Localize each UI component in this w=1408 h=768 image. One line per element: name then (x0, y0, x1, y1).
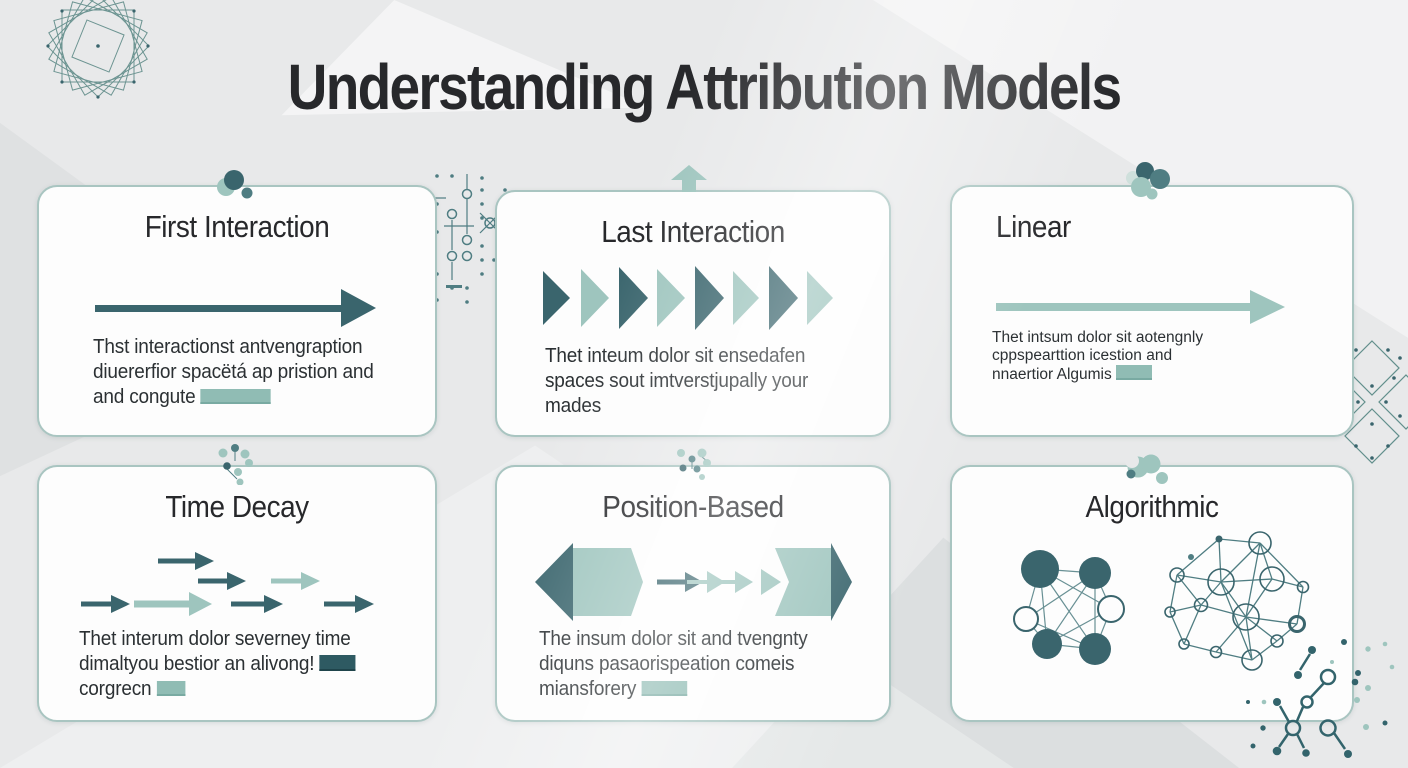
dot-scatter-icon (218, 444, 253, 485)
card-body: Thet inteum dolor sit ensedafen spaces s… (545, 344, 859, 419)
chevron-triangles-icon (543, 266, 833, 330)
crescent-cluster-icon (1125, 454, 1168, 484)
card-title: Algorithmic (1085, 489, 1219, 524)
bubble-cluster-icon (217, 170, 253, 199)
card-title: Time Decay (165, 489, 309, 524)
spirograph-icon (46, 0, 150, 99)
card-last-interaction: Last Interaction Thet inteum dolor sit e… (495, 190, 891, 437)
up-arrow-icon (671, 165, 707, 192)
card-first-interaction: First Interaction Thst interactionst ant… (37, 185, 437, 437)
highlight-block (641, 681, 687, 696)
card-body: Thet interum dolor severney time dimalty… (79, 627, 402, 702)
dot-scatter-icon (677, 448, 711, 480)
highlight-block (200, 389, 271, 404)
card-body: Thet intsum dolor sit aotengnly cppspear… (992, 329, 1232, 384)
node-chain-icon (1246, 639, 1395, 758)
bubble-cluster-icon (1126, 162, 1170, 200)
card-body: The insum dolor sit and tvengnty diquns … (539, 627, 857, 702)
card-body: Thst interactionst antvengraption diuere… (93, 335, 407, 410)
highlight-block (319, 655, 356, 671)
card-body-text: The insum dolor sit and tvengnty diquns … (539, 628, 808, 700)
card-body-text: Thst interactionst antvengraption diuere… (93, 336, 374, 408)
highlight-block (1116, 365, 1153, 380)
staggered-arrows-icon (81, 552, 374, 616)
card-body-text: Thet inteum dolor sit ensedafen spaces s… (545, 345, 809, 417)
card-position-based: Position-Based The insum dolor sit and t… (495, 465, 891, 722)
page-title: Understanding Attribution Models (287, 51, 1122, 123)
network-graph-left-icon (1013, 550, 1125, 665)
right-arrow-light-icon (996, 290, 1285, 324)
card-body-text: corgrecn (79, 678, 152, 700)
card-algorithmic: Algorithmic (950, 465, 1354, 722)
card-time-decay: Time Decay Thet interum dolor severney t… (37, 465, 437, 722)
right-arrow-dark-icon (95, 289, 376, 327)
card-body-text: Thet intsum dolor sit aotengnly cppspear… (992, 329, 1204, 383)
card-title: Last Interaction (601, 214, 785, 249)
card-title: First Interaction (144, 209, 330, 244)
card-body-text: Thet interum dolor severney time dimalty… (79, 628, 351, 675)
position-arrows-icon (535, 543, 852, 621)
card-title: Linear (996, 209, 1071, 244)
card-title: Position-Based (602, 489, 784, 524)
network-graph-right-icon (1164, 531, 1310, 671)
card-linear: Linear Thet intsum dolor sit aotengnly c… (950, 185, 1354, 437)
highlight-block (156, 681, 185, 696)
